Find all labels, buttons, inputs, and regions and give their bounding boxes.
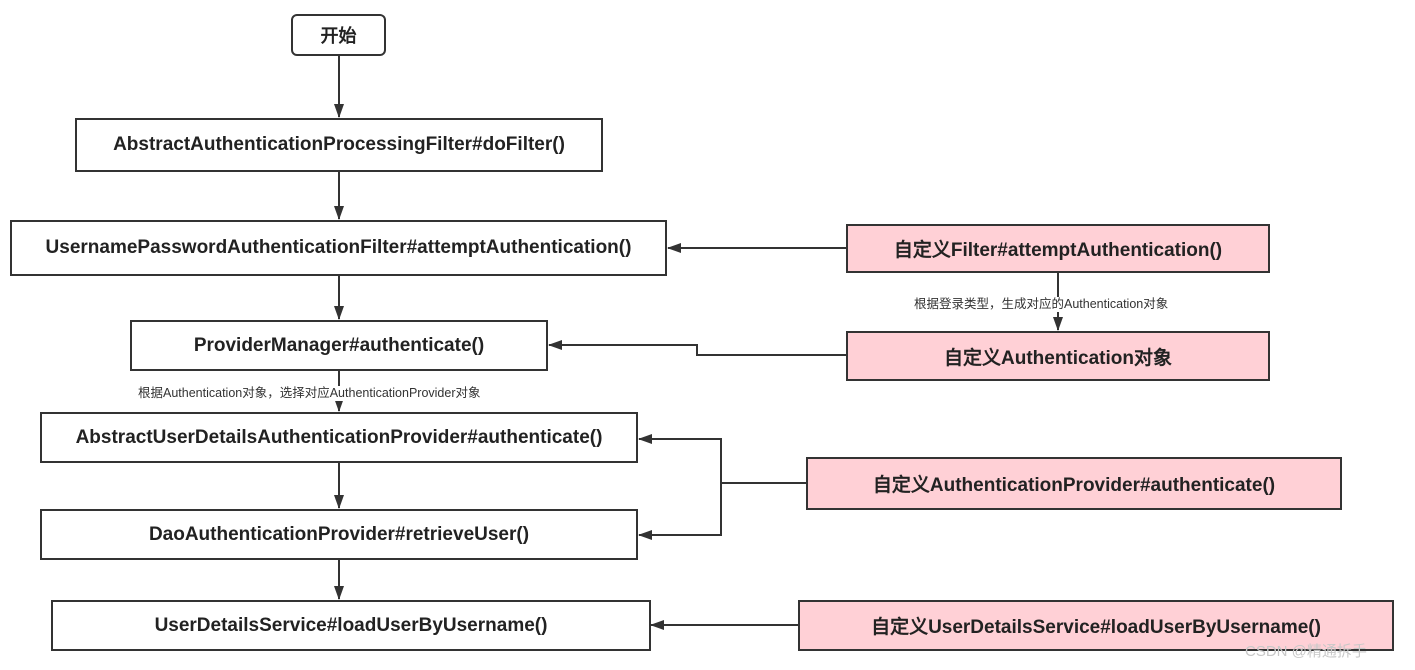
start-node: 开始 bbox=[291, 14, 386, 56]
custom-filter-node: 自定义Filter#attemptAuthentication() bbox=[846, 224, 1270, 273]
user-details-service-node: UserDetailsService#loadUserByUsername() bbox=[51, 600, 651, 651]
arrow-custom-authentication-to-provider-manager bbox=[548, 340, 846, 356]
custom-user-details-service-node: 自定义UserDetailsService#loadUserByUsername… bbox=[798, 600, 1394, 651]
custom-authentication-node: 自定义Authentication对象 bbox=[846, 331, 1270, 381]
username-password-authentication-filter-node: UsernamePasswordAuthenticationFilter#att… bbox=[10, 220, 667, 276]
abstract-user-details-authentication-provider-node: AbstractUserDetailsAuthenticationProvide… bbox=[40, 412, 638, 463]
watermark: CSDN @精通拆手 bbox=[1245, 643, 1367, 660]
dao-authentication-provider-node: DaoAuthenticationProvider#retrieveUser() bbox=[40, 509, 638, 560]
arrow-custom-provider-to-abstract-provider bbox=[638, 434, 722, 483]
provider-manager-node: ProviderManager#authenticate() bbox=[130, 320, 548, 371]
custom-authentication-provider-node: 自定义AuthenticationProvider#authenticate() bbox=[806, 457, 1342, 510]
note-by-login-type: 根据登录类型，生成对应的Authentication对象 bbox=[914, 297, 1169, 312]
note-by-authentication: 根据Authentication对象，选择对应AuthenticationPro… bbox=[138, 386, 481, 401]
arrow-custom-provider-to-dao-provider bbox=[638, 483, 722, 540]
abstract-authentication-processing-filter-node: AbstractAuthenticationProcessingFilter#d… bbox=[75, 118, 603, 172]
